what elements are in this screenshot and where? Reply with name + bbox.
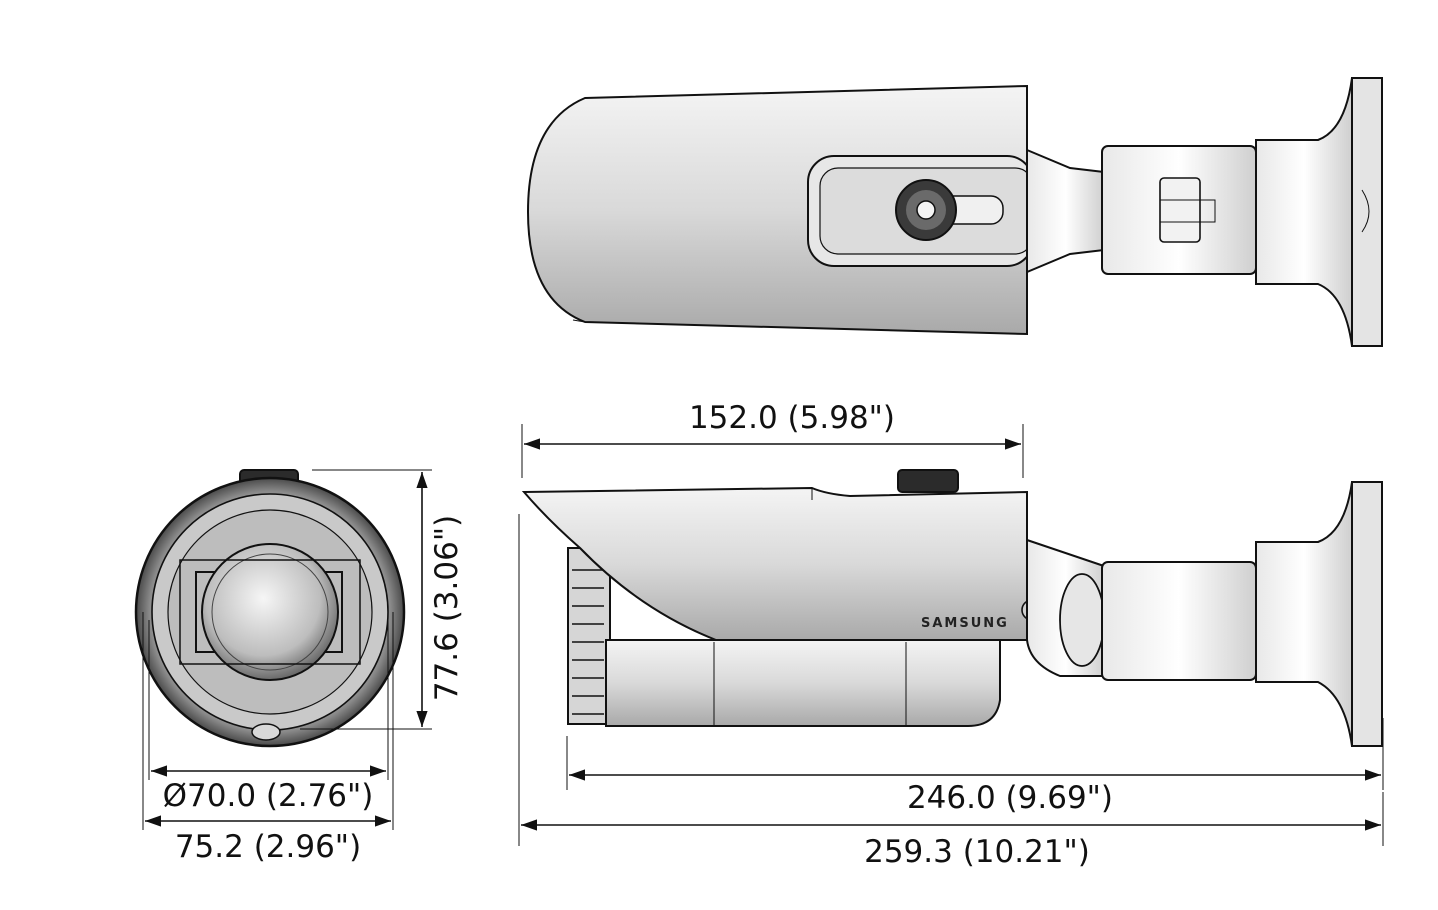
side-view-mount-plate	[1351, 481, 1383, 747]
dimension-top-width-label: 152.0 (5.98")	[689, 400, 895, 436]
top-view-housing	[526, 84, 1028, 336]
side-view-arm	[1101, 561, 1257, 681]
brand-label: SAMSUNG	[921, 616, 1009, 631]
side-view-lower-body	[605, 639, 1001, 727]
dimension-front-height-label: 77.6 (3.06")	[429, 515, 465, 701]
front-view	[134, 469, 406, 748]
front-lens	[201, 543, 339, 681]
side-view-base	[1255, 481, 1353, 747]
top-view-base	[1255, 77, 1353, 347]
ir-ring	[567, 547, 611, 725]
dimension-body-length-label: 246.0 (9.69")	[907, 780, 1113, 816]
dimension-lines	[142, 424, 1384, 846]
sunshield	[521, 486, 1028, 641]
side-view: SAMSUNG	[521, 469, 1383, 747]
ir-ring-ribs	[572, 569, 604, 715]
top-view	[526, 77, 1383, 347]
side-view-top-knob	[897, 469, 959, 493]
dimension-total-length-label: 259.3 (10.21")	[864, 834, 1090, 870]
dimension-front-width-label: 75.2 (2.96")	[175, 829, 361, 865]
dimension-lens-diameter-label: Ø70.0 (2.76")	[163, 778, 374, 814]
top-view-mount-plate	[1351, 77, 1383, 347]
